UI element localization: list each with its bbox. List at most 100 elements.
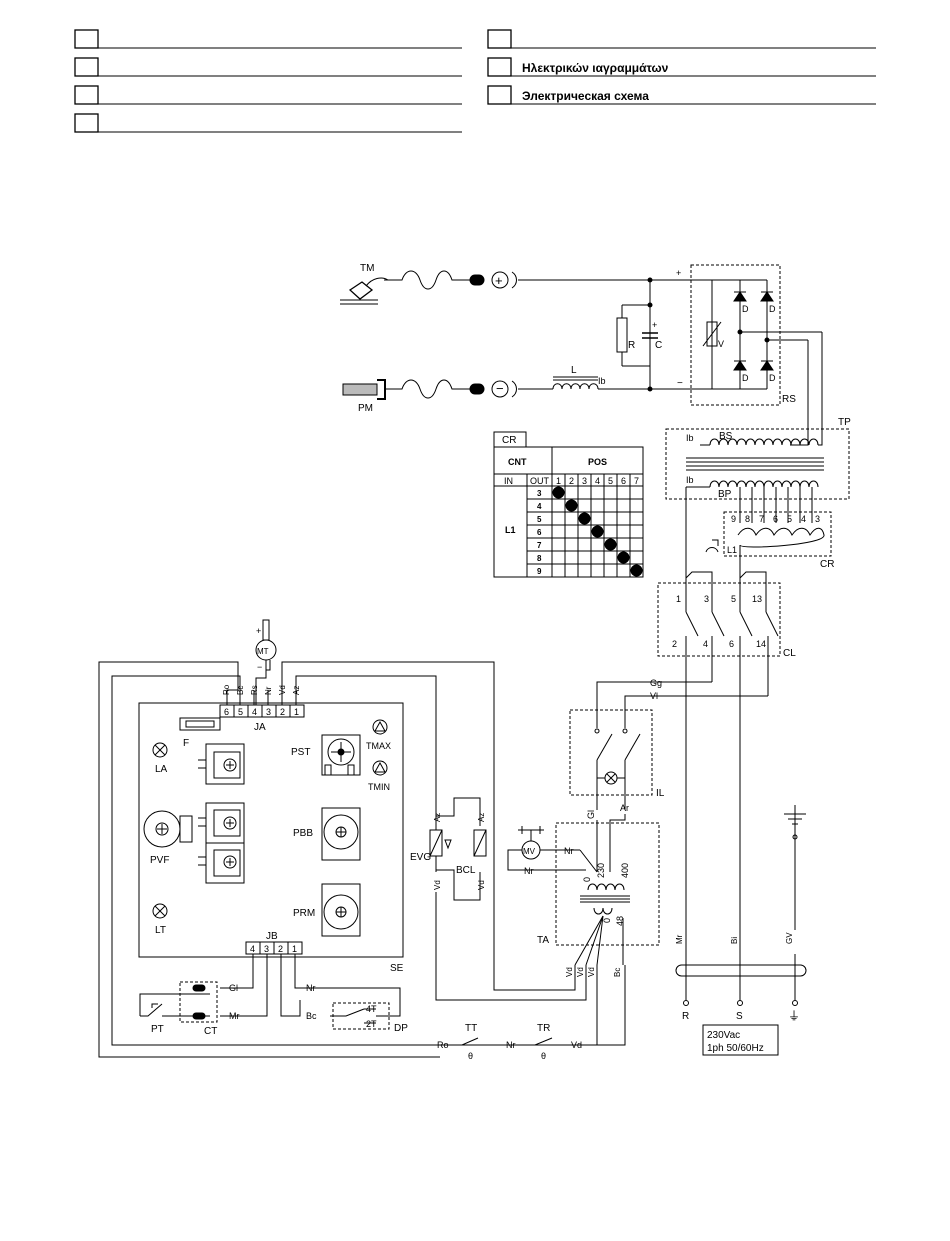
wire-nr-jb: Nr [306, 983, 316, 993]
language-box [487, 57, 512, 77]
label-r: R [628, 340, 635, 351]
connector-plug [469, 274, 485, 286]
label-pvf: PVF [150, 855, 169, 866]
wire-az-bcl: Az [477, 813, 486, 822]
label-prm: PRM [293, 908, 315, 919]
table-pos-label: 5 [608, 476, 613, 486]
label-bp: BP [718, 489, 732, 500]
tap-0-bottom: 0 [602, 918, 612, 923]
ja-pin: 6 [224, 707, 229, 717]
table-out-label: 9 [537, 567, 542, 576]
table-pos-label: 4 [595, 476, 600, 486]
table-out-label: 7 [537, 541, 542, 550]
table-out-label: 4 [537, 502, 542, 511]
wire-gl-il: Gl [586, 810, 596, 819]
svg-text:−: − [496, 381, 504, 396]
jb-pin: 4 [250, 944, 255, 954]
table-out-label: 6 [537, 528, 542, 537]
jb-pin: 3 [264, 944, 269, 954]
tap-48: 48 [615, 916, 625, 926]
wire-vl: Vl [650, 691, 658, 701]
cl-top-pin: 13 [752, 594, 762, 604]
label-c: C [655, 340, 662, 351]
wire-mr-supply: Mr [675, 934, 684, 944]
ground-clamp-pm: PM [342, 379, 386, 414]
wire-nr-mv: Nr [564, 846, 574, 856]
table-pos: POS [588, 457, 607, 467]
negative-socket [491, 380, 509, 398]
svg-text:+: + [256, 626, 261, 636]
wire-gg: Gg [650, 678, 662, 688]
cl-top-pin: 5 [731, 594, 736, 604]
winding-bs [709, 438, 819, 446]
label-ja: JA [254, 722, 266, 733]
table-dot [565, 499, 578, 512]
rotary-switch-cr-box [723, 511, 832, 557]
label-tm: TM [360, 263, 374, 274]
fuse-f [179, 717, 221, 731]
table-pos-label: 6 [621, 476, 626, 486]
contactor-cl-box [657, 582, 781, 657]
svg-text:−: − [677, 378, 683, 389]
positive-socket [491, 271, 509, 289]
language-box [74, 85, 99, 105]
board-se [138, 702, 404, 958]
resistor-r [616, 317, 628, 353]
ja-pin: 1 [294, 707, 299, 717]
table-out-label: 5 [537, 515, 542, 524]
wire-vd-ta3: Vd [587, 967, 596, 977]
torch-cable [384, 270, 470, 290]
label-la: LA [155, 764, 168, 775]
label-ib-bs: Ib [686, 433, 694, 443]
potentiometer-pvf [143, 810, 193, 848]
supply-s: S [736, 1011, 743, 1022]
jb-pin: 2 [278, 944, 283, 954]
cl-bottom-pin: 2 [672, 639, 677, 649]
wire-bc-jb: Bc [306, 1011, 317, 1021]
label-tp: TP [838, 417, 851, 428]
supply-r: R [682, 1011, 689, 1022]
relay-icon [198, 743, 245, 785]
wire-nr-bottom: Nr [506, 1040, 516, 1050]
label-tmax: TMAX [366, 741, 391, 751]
table-in: IN [504, 476, 513, 486]
label-ib-l: Ib [598, 376, 606, 386]
label-il: IL [656, 788, 665, 799]
label-d: D [769, 304, 776, 314]
cl-bottom-pin: 14 [756, 639, 766, 649]
label-bs: BS [719, 431, 733, 442]
wire-mr-jb: Mr [229, 1011, 240, 1021]
label-evg: EVG [410, 852, 431, 863]
potentiometer-pst [321, 734, 361, 776]
cr-pin: 3 [815, 514, 820, 524]
table-title: CR [502, 435, 516, 446]
supply-ground: ⏚ [788, 1009, 800, 1023]
thermostat-tmax-icon [372, 719, 388, 735]
label-pt: PT [151, 1024, 164, 1035]
supply-line1: 230Vac [707, 1030, 740, 1041]
label-4t: 4T [366, 1004, 377, 1014]
table-dots [552, 486, 643, 577]
cr-pin: 5 [787, 514, 792, 524]
table-dot [617, 551, 630, 564]
label-cl: CL [783, 648, 796, 659]
wire-bi: Bi [730, 937, 739, 944]
svg-text:+: + [495, 273, 503, 288]
label-tr: TR [537, 1023, 550, 1034]
table-grid [527, 474, 643, 577]
label-f: F [183, 738, 189, 749]
table-pos-label: 7 [634, 476, 639, 486]
table-dot [630, 564, 643, 577]
cr-pin: 4 [801, 514, 806, 524]
thermostat-tmin-icon [372, 760, 388, 776]
table-dot [552, 486, 565, 499]
label-l1-switch: L1 [727, 545, 737, 555]
label-pst: PST [291, 747, 310, 758]
cr-pin: 9 [731, 514, 736, 524]
supply-line2: 1ph 50/60Hz [707, 1043, 764, 1054]
svg-text:+: + [676, 268, 681, 278]
